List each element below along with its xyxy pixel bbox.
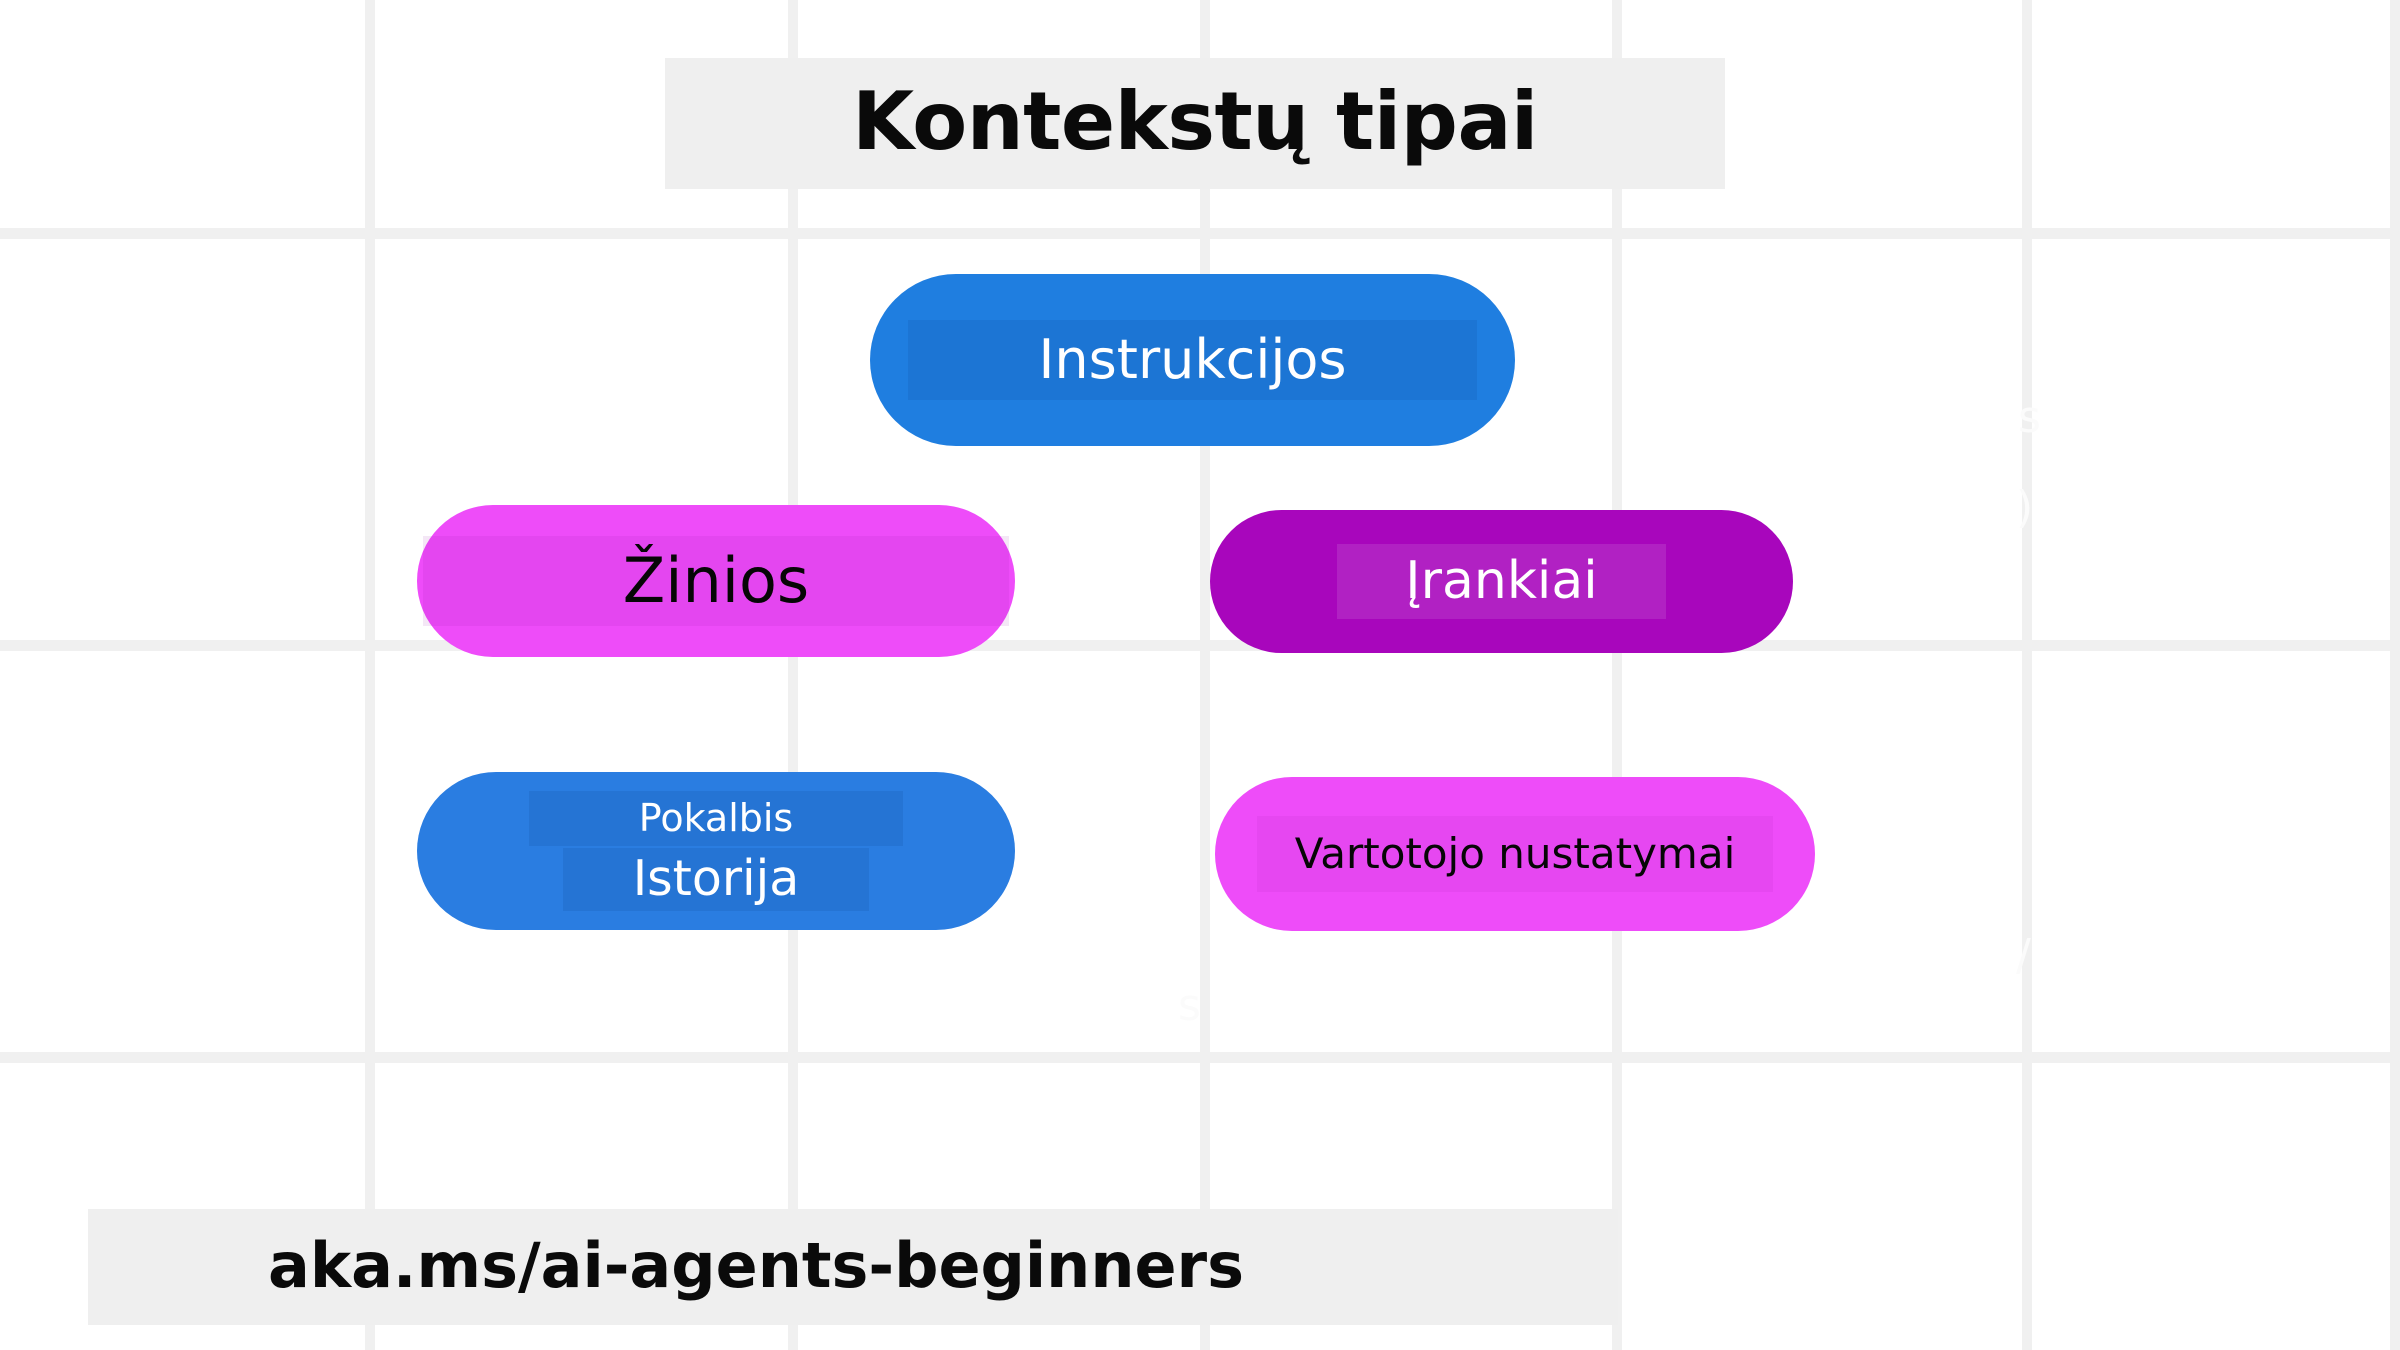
- node-user-settings-label: Vartotojo nustatymai: [1256, 816, 1774, 892]
- gridline-vertical: [1200, 0, 1210, 1350]
- ghost-artifact-icon: s: [2018, 392, 2041, 443]
- node-knowledge[interactable]: Žinios: [417, 505, 1015, 657]
- ghost-artifact-icon: /: [2016, 930, 2031, 981]
- title-band: Kontekstų tipai: [665, 58, 1725, 189]
- gridline-horizontal: [0, 1052, 2400, 1063]
- ghost-artifact-icon: s: [1178, 980, 1201, 1031]
- node-knowledge-label: Žinios: [422, 536, 1010, 626]
- node-chat-history-label-line2: Istorija: [562, 847, 870, 911]
- gridline-vertical: [365, 0, 375, 1350]
- page-title: Kontekstų tipai: [852, 75, 1538, 168]
- gridline-vertical: [1612, 0, 1622, 1350]
- node-chat-history-label-line1: Pokalbis: [528, 791, 904, 846]
- node-instructions[interactable]: Instrukcijos: [870, 274, 1515, 446]
- node-user-settings[interactable]: Vartotojo nustatymai: [1215, 777, 1815, 931]
- gridline-vertical: [788, 0, 798, 1350]
- footer-band: aka.ms/ai-agents-beginners: [88, 1209, 1618, 1325]
- node-tools-label: Įrankiai: [1337, 544, 1666, 619]
- node-chat-history[interactable]: Pokalbis Istorija: [417, 772, 1015, 930]
- node-tools[interactable]: Įrankiai: [1210, 510, 1793, 653]
- gridline-horizontal: [0, 228, 2400, 239]
- gridline-vertical: [2390, 0, 2400, 1350]
- gridline-vertical: [2022, 0, 2032, 1350]
- gridline-horizontal: [0, 640, 2400, 651]
- node-instructions-label: Instrukcijos: [908, 319, 1477, 401]
- ghost-artifact-icon: ): [2016, 482, 2034, 533]
- footer-url: aka.ms/ai-agents-beginners: [268, 1228, 1244, 1302]
